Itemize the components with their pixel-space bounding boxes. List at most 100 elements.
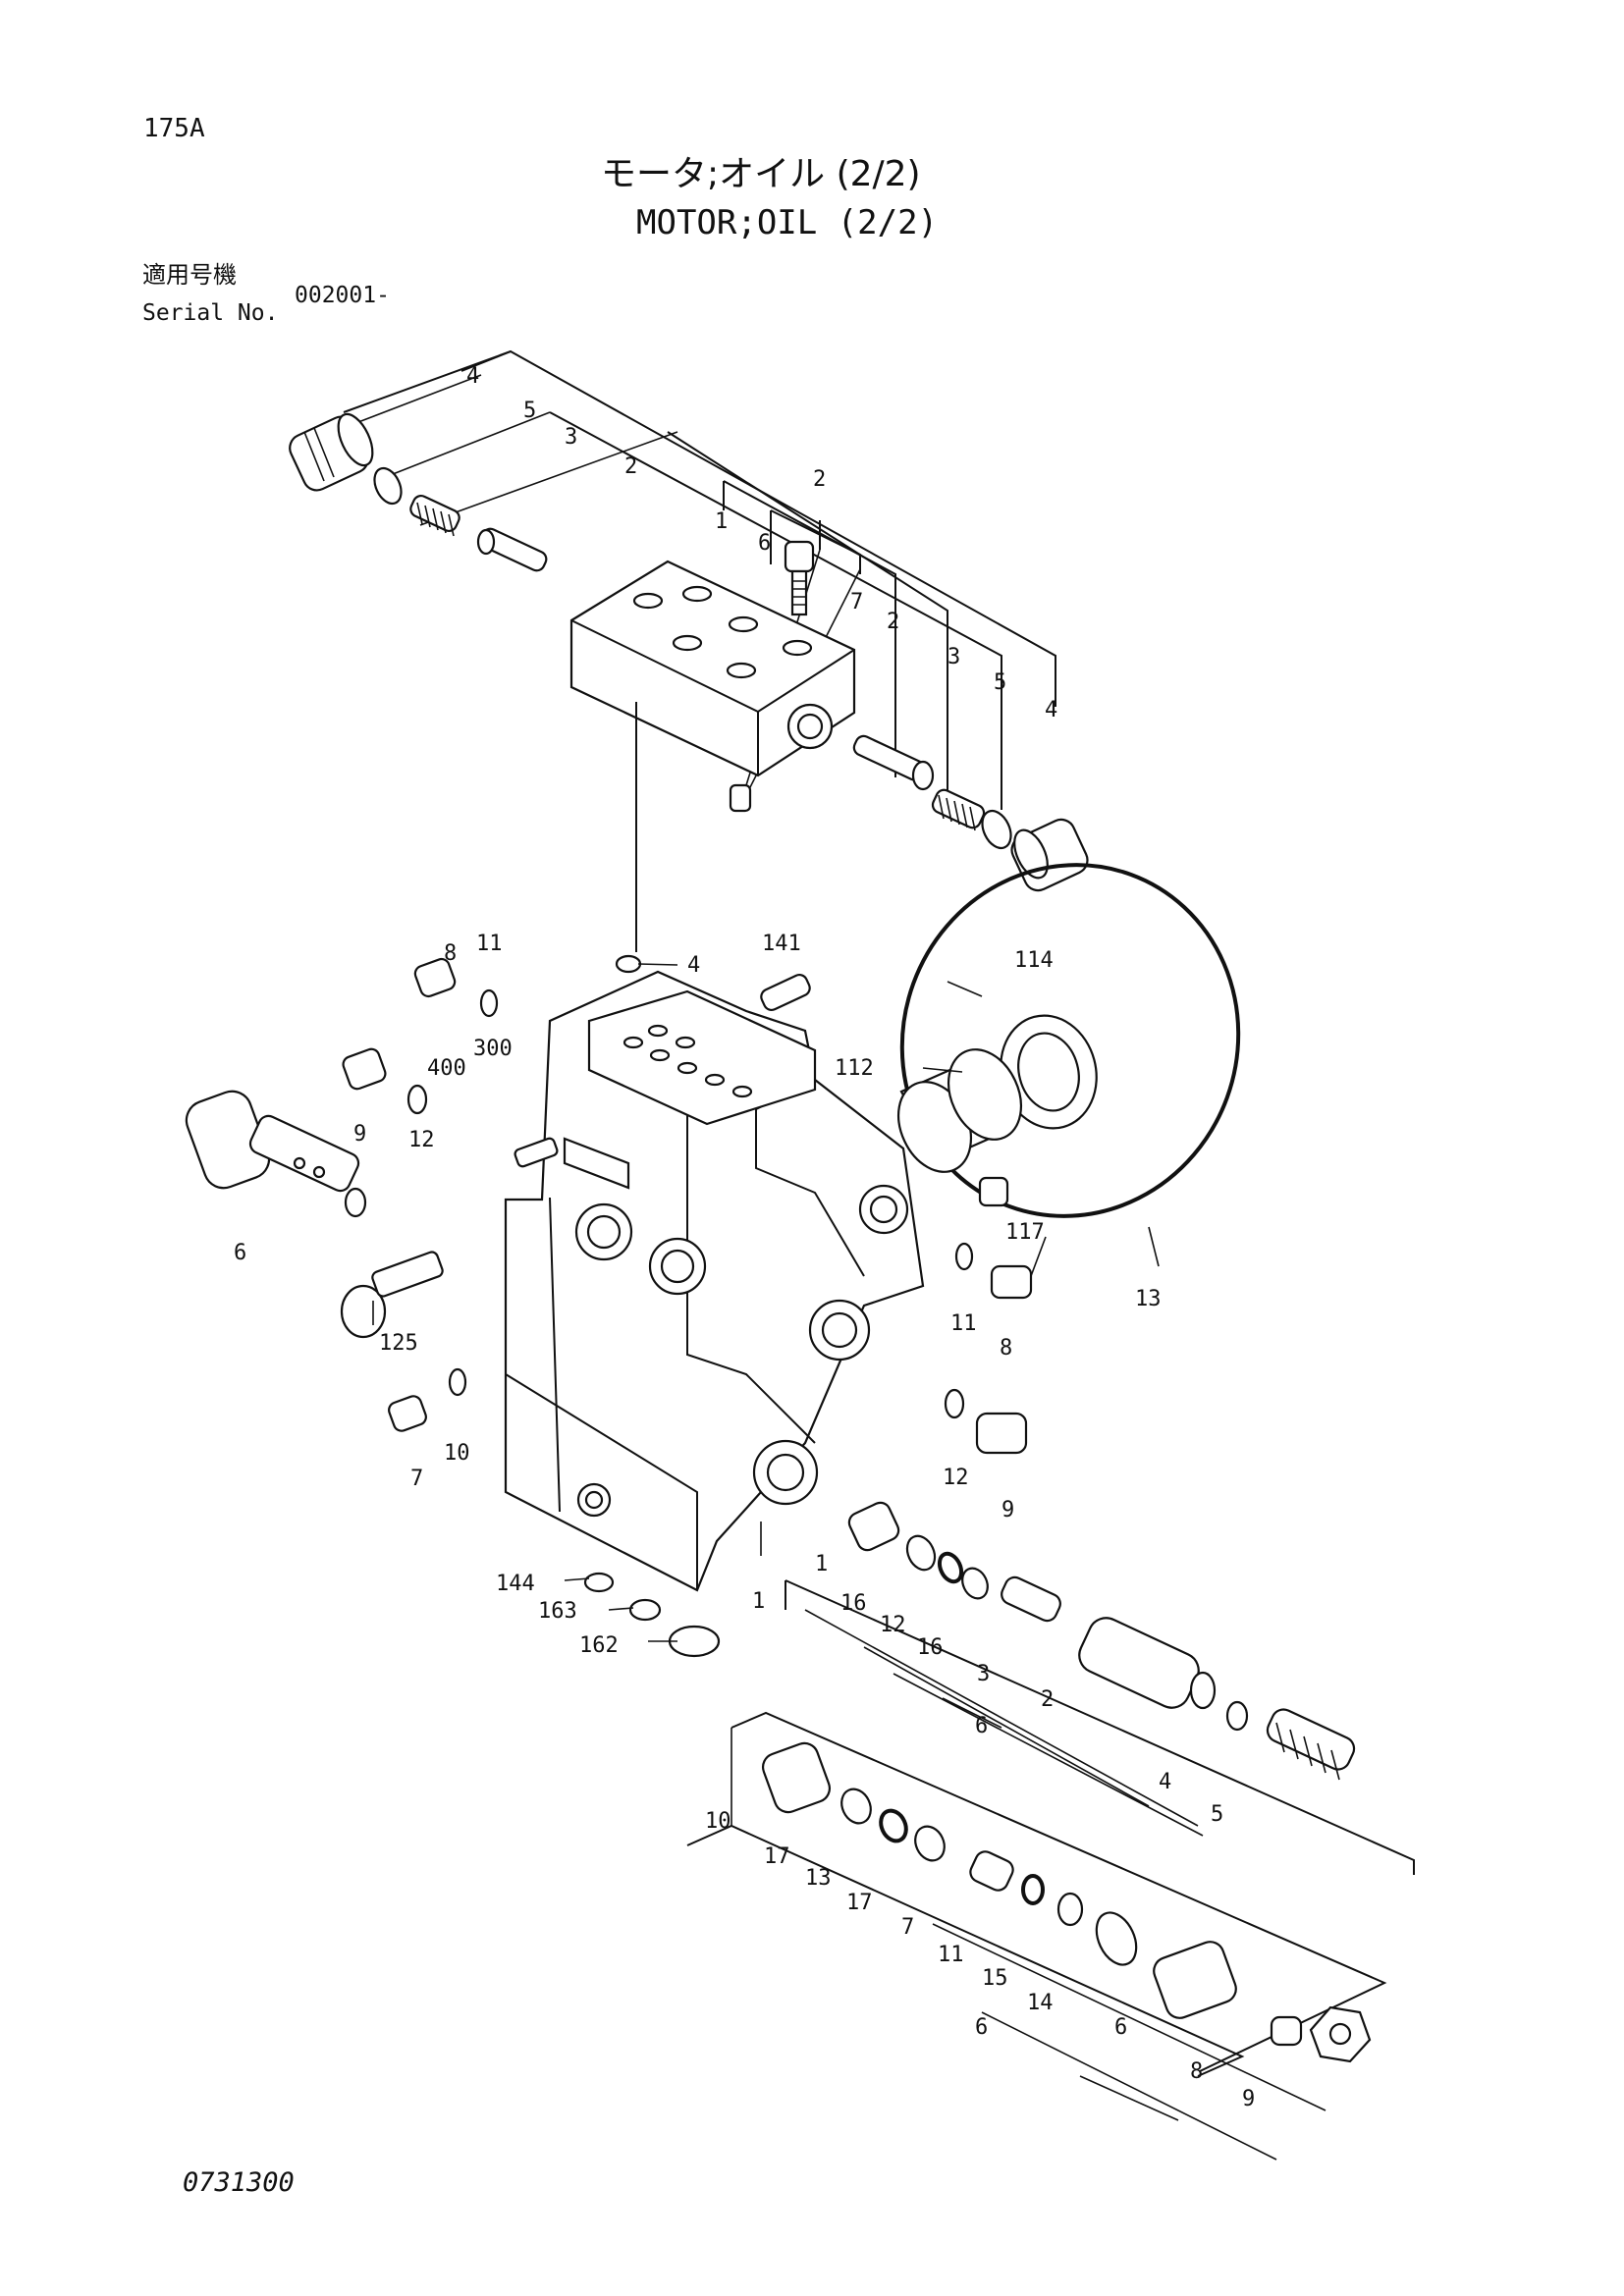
o-ring-11-right <box>954 1242 974 1271</box>
plug-top-left <box>289 412 374 492</box>
callout: 13 <box>1135 1287 1162 1311</box>
callout: 9 <box>353 1122 366 1147</box>
callout: 1 <box>815 1552 828 1576</box>
serial-number-value: 002001- <box>295 283 390 308</box>
valve-block-top <box>569 560 856 777</box>
o-ring-4-center <box>615 954 642 974</box>
callout: 6 <box>975 1714 988 1738</box>
plug-8-left <box>413 957 457 998</box>
callout: 14 <box>1027 1991 1054 2015</box>
callout: 144 <box>496 1572 535 1596</box>
callout: 9 <box>1242 2087 1255 2111</box>
callout: 17 <box>764 1844 790 1869</box>
callout: 13 <box>805 1866 832 1891</box>
plug-9-left <box>342 1047 387 1091</box>
serial-label-japanese: 適用号機 <box>142 261 237 289</box>
pin-117 <box>978 1176 1009 1207</box>
callout: 4 <box>466 364 479 389</box>
valve-assembly-2 <box>686 1711 1387 2161</box>
callout: 112 <box>835 1056 874 1081</box>
serial-label-english: Serial No. <box>142 300 279 326</box>
callout: 10 <box>444 1441 470 1466</box>
callout: 17 <box>846 1891 873 1915</box>
callout: 6 <box>1114 2015 1127 2040</box>
callout: 7 <box>901 1915 914 1940</box>
bolt-125 <box>340 1251 444 1339</box>
poppet-top-right <box>852 734 935 791</box>
callout: 163 <box>538 1599 577 1624</box>
callout: 16 <box>917 1635 944 1660</box>
callout: 7 <box>850 590 863 614</box>
callout: 1 <box>752 1589 765 1614</box>
top-valve-bracket-lines <box>343 349 1056 810</box>
plug-9-right <box>975 1412 1028 1455</box>
callout: 5 <box>523 399 536 423</box>
spring-top-left <box>409 494 460 537</box>
callout: 2 <box>624 454 637 479</box>
motor-housing <box>504 970 925 1592</box>
callout: 10 <box>705 1809 731 1834</box>
valve-assembly-1 <box>785 1501 1415 1875</box>
callout: 4 <box>1045 698 1057 722</box>
plate-300 <box>563 1137 630 1190</box>
callout: 12 <box>880 1613 906 1637</box>
callout: 6 <box>975 2015 988 2040</box>
bearing-race <box>1000 1014 1098 1130</box>
callout: 1 <box>715 509 728 534</box>
set-screw <box>729 783 752 813</box>
o-ring-top-left <box>373 466 403 506</box>
poppet-top-left <box>476 527 548 572</box>
spring-top-right <box>931 788 986 831</box>
o-ring-12-left <box>406 1084 428 1115</box>
callout: 3 <box>977 1662 990 1686</box>
plug-7-left <box>388 1395 427 1432</box>
needle-bearing <box>897 1048 1022 1173</box>
callout: 7 <box>410 1467 423 1491</box>
title-japanese: モータ;オイル (2/2) <box>601 154 921 194</box>
callout: 6 <box>758 531 771 556</box>
callout: 15 <box>982 1966 1008 1991</box>
callout: 300 <box>473 1037 513 1061</box>
callout: 2 <box>887 610 899 634</box>
spring-141 <box>760 973 811 1012</box>
page-number: 175A <box>143 114 205 143</box>
callout: 8 <box>444 941 457 966</box>
leader-lines <box>372 963 1160 1642</box>
o-ring-11-left <box>479 988 499 1018</box>
callout: 11 <box>476 932 503 956</box>
plug-top-right <box>1010 818 1089 892</box>
callout: 4 <box>1159 1770 1171 1794</box>
callout: 141 <box>762 932 801 956</box>
seal-163 <box>628 1598 662 1622</box>
callout: 2 <box>813 467 826 492</box>
bolt-top <box>784 540 815 616</box>
callout: 3 <box>947 645 960 669</box>
callout: 6 <box>234 1241 246 1265</box>
spool-6-left <box>185 1090 367 1218</box>
callout: 2 <box>1041 1687 1054 1712</box>
callout: 162 <box>579 1633 619 1658</box>
bolt-400 <box>514 1137 559 1168</box>
callout: 8 <box>1000 1336 1012 1361</box>
callout: 5 <box>994 670 1006 695</box>
callout: 12 <box>408 1128 435 1152</box>
callout: 117 <box>1005 1220 1045 1245</box>
plug-8-right <box>990 1264 1033 1300</box>
callout: 16 <box>840 1591 867 1616</box>
callout: 114 <box>1014 948 1054 973</box>
callout: 400 <box>427 1056 466 1081</box>
title-english: MOTOR;OIL (2/2) <box>636 203 939 242</box>
o-ring-10-left <box>448 1367 467 1397</box>
callout: 11 <box>938 1943 964 1967</box>
drawing-number: 0731300 <box>183 2167 295 2198</box>
seal-144 <box>583 1572 615 1593</box>
callout: 8 <box>1190 2059 1203 2084</box>
callout: 11 <box>950 1311 977 1336</box>
large-o-ring <box>899 863 1241 1218</box>
callout: 12 <box>943 1466 969 1490</box>
o-ring-12-right <box>944 1388 965 1419</box>
callout: 4 <box>687 953 700 978</box>
callout: 5 <box>1211 1802 1223 1827</box>
o-ring-top-right <box>981 809 1012 850</box>
